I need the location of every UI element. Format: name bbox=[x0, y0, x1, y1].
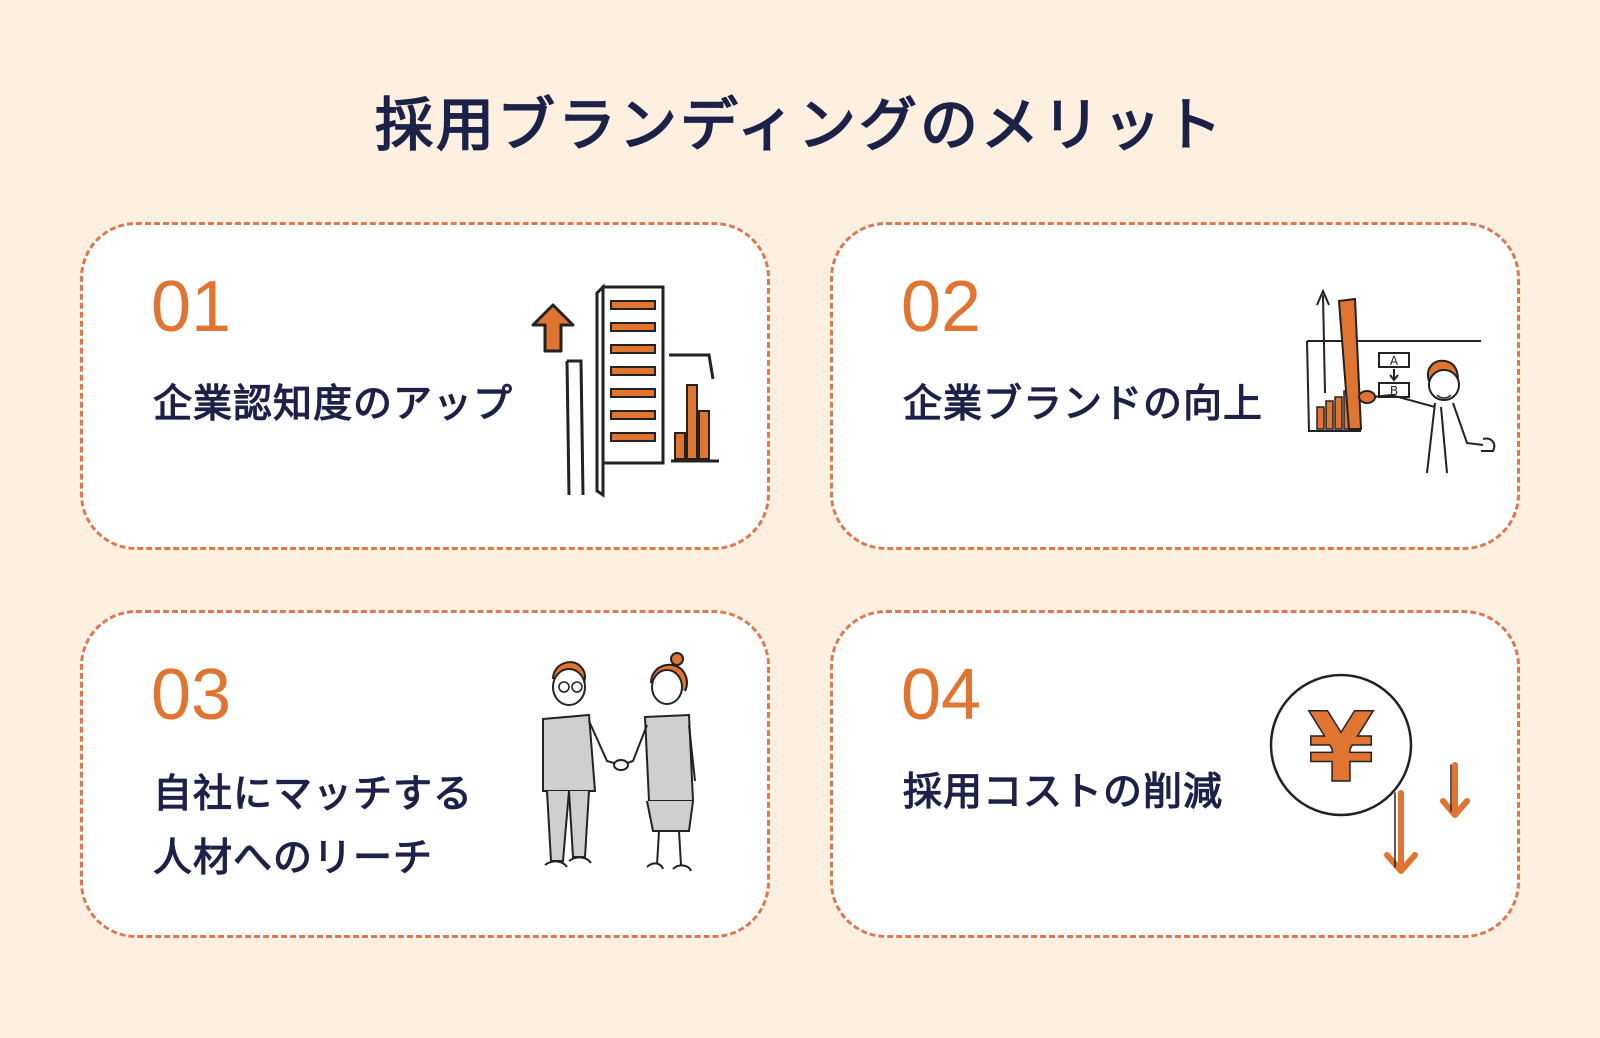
merit-label: 企業認知度のアップ bbox=[153, 373, 513, 437]
merit-card-4: 04 採用コストの削減 ¥ bbox=[830, 610, 1520, 938]
step-a-text: A bbox=[1390, 354, 1399, 368]
merit-card-1: 01 企業認知度のアップ bbox=[80, 222, 770, 550]
merit-number: 01 bbox=[151, 267, 232, 347]
handshake-people-icon bbox=[542, 652, 696, 872]
yen-decrease-icon: ¥ bbox=[1269, 673, 1470, 874]
merit-label-line: 採用コストの削減 bbox=[903, 770, 1224, 815]
office-building-growth-icon bbox=[531, 283, 719, 498]
merit-label: 企業ブランドの向上 bbox=[903, 373, 1263, 437]
merit-label: 採用コストの削減 bbox=[903, 761, 1223, 825]
merit-label-line: 企業ブランドの向上 bbox=[903, 382, 1264, 427]
merit-number: 04 bbox=[901, 655, 982, 735]
merit-card-2: 02 企業ブランドの向上 A B bbox=[830, 222, 1520, 550]
merit-label-line: 人材へのリーチ bbox=[153, 836, 434, 881]
merit-label: 自社にマッチする 人材へのリーチ bbox=[153, 763, 473, 891]
merit-number: 03 bbox=[151, 655, 232, 735]
merit-label-line: 企業認知度のアップ bbox=[153, 382, 514, 427]
yen-text: ¥ bbox=[1308, 692, 1375, 804]
page-title: 採用ブランディングのメリット bbox=[375, 91, 1225, 159]
step-b-text: B bbox=[1390, 384, 1398, 398]
merit-number: 02 bbox=[901, 267, 982, 347]
merit-card-3: 03 自社にマッチする 人材へのリーチ bbox=[80, 610, 770, 938]
presenter-rising-chart-icon: A B bbox=[1306, 288, 1496, 474]
merit-label-line: 自社にマッチする bbox=[153, 772, 474, 817]
